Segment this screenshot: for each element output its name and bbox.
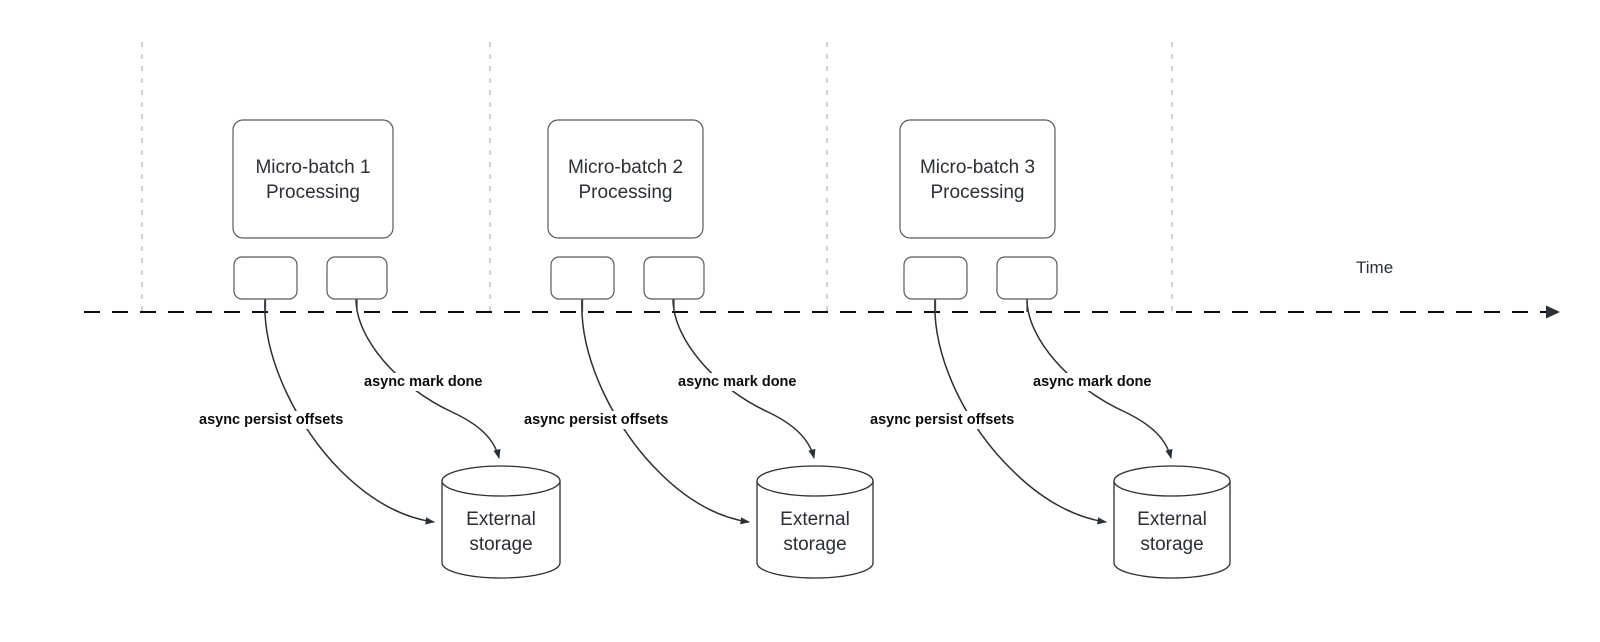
edge-label-backdrop xyxy=(196,411,362,429)
time-label: Time xyxy=(1356,258,1393,277)
edge-label-text: async persist offsets xyxy=(199,412,343,428)
edge-label-group-async-persist-offsets-1: async persist offsets xyxy=(196,411,362,429)
edge-label-text: async mark done xyxy=(364,374,482,390)
task-box-mark-done-task-2[interactable] xyxy=(643,256,705,300)
storage-label-line2: storage xyxy=(469,534,532,555)
processing-box-label-line2: Processing xyxy=(579,182,673,203)
edge-label-group-async-persist-offsets-2: async persist offsets xyxy=(521,411,687,429)
edge-label-text: async persist offsets xyxy=(870,412,1014,428)
task-box-persist-offsets-task-3[interactable] xyxy=(903,256,968,300)
edge-async-persist-offsets-3 xyxy=(934,298,1107,525)
task-box-mark-done-task-1[interactable] xyxy=(326,256,388,300)
edge-label-backdrop xyxy=(361,373,480,391)
edge-label-group-async-mark-done-3: async mark done xyxy=(1030,373,1151,391)
edge-path xyxy=(264,298,435,525)
processing-box-2[interactable] xyxy=(547,119,704,239)
time-axis-label: Time xyxy=(1356,258,1393,277)
edge-async-mark-done-3 xyxy=(1026,298,1173,459)
edge-label-backdrop xyxy=(1030,373,1149,391)
edge-label-text: async mark done xyxy=(1033,374,1151,390)
edge-label-text: async mark done xyxy=(678,374,796,390)
processing-box-label-line2: Processing xyxy=(266,182,360,203)
external-storage-3[interactable]: External storage xyxy=(1113,465,1231,579)
edge-label-group-async-persist-offsets-3: async persist offsets xyxy=(867,411,1033,429)
processing-box-1[interactable] xyxy=(232,119,394,239)
processing-box-label-line2: Processing xyxy=(931,182,1025,203)
cylinder-top-ellipse xyxy=(441,465,561,497)
task-box-mark-done-task-3[interactable] xyxy=(996,256,1058,300)
processing-box-3[interactable] xyxy=(899,119,1056,239)
edge-async-mark-done-1 xyxy=(355,298,501,459)
storage-label-line1: External xyxy=(1137,509,1207,530)
time-axis xyxy=(84,305,1560,319)
edge-async-persist-offsets-1 xyxy=(264,298,435,525)
external-storage-2[interactable]: External storage xyxy=(756,465,874,579)
storage-label-line2: storage xyxy=(783,534,846,555)
processing-box-label-line1: Micro-batch 3 xyxy=(920,157,1035,178)
storage-label-line1: External xyxy=(466,509,536,530)
edge-path xyxy=(1026,298,1173,459)
edge-path xyxy=(934,298,1107,525)
edge-label-backdrop xyxy=(675,373,794,391)
edge-async-mark-done-2 xyxy=(672,298,816,459)
timeline-tick-marks xyxy=(141,42,1173,312)
edge-path xyxy=(355,298,501,459)
edge-label-group-async-mark-done-1: async mark done xyxy=(361,373,482,391)
timeline-arrowhead-icon xyxy=(1546,305,1560,319)
storage-label-line2: storage xyxy=(1140,534,1203,555)
processing-box-label-line1: Micro-batch 1 xyxy=(255,157,370,178)
edge-path xyxy=(672,298,816,459)
edge-label-backdrop xyxy=(867,411,1033,429)
edge-label-group-async-mark-done-2: async mark done xyxy=(675,373,796,391)
processing-box-label-line1: Micro-batch 2 xyxy=(568,157,683,178)
edge-async-persist-offsets-2 xyxy=(581,298,750,525)
external-storage-1[interactable]: External storage xyxy=(441,465,561,579)
cylinder-body xyxy=(1113,480,1231,579)
edge-path xyxy=(581,298,750,525)
task-box-persist-offsets-task-1[interactable] xyxy=(233,256,298,300)
task-box-persist-offsets-task-2[interactable] xyxy=(550,256,615,300)
edge-label-backdrop xyxy=(521,411,687,429)
edge-label-text: async persist offsets xyxy=(524,412,668,428)
storage-label-line1: External xyxy=(780,509,850,530)
cylinder-body xyxy=(756,480,874,579)
cylinder-top-ellipse xyxy=(1113,465,1231,497)
cylinder-body xyxy=(441,480,561,579)
cylinder-top-ellipse xyxy=(756,465,874,497)
